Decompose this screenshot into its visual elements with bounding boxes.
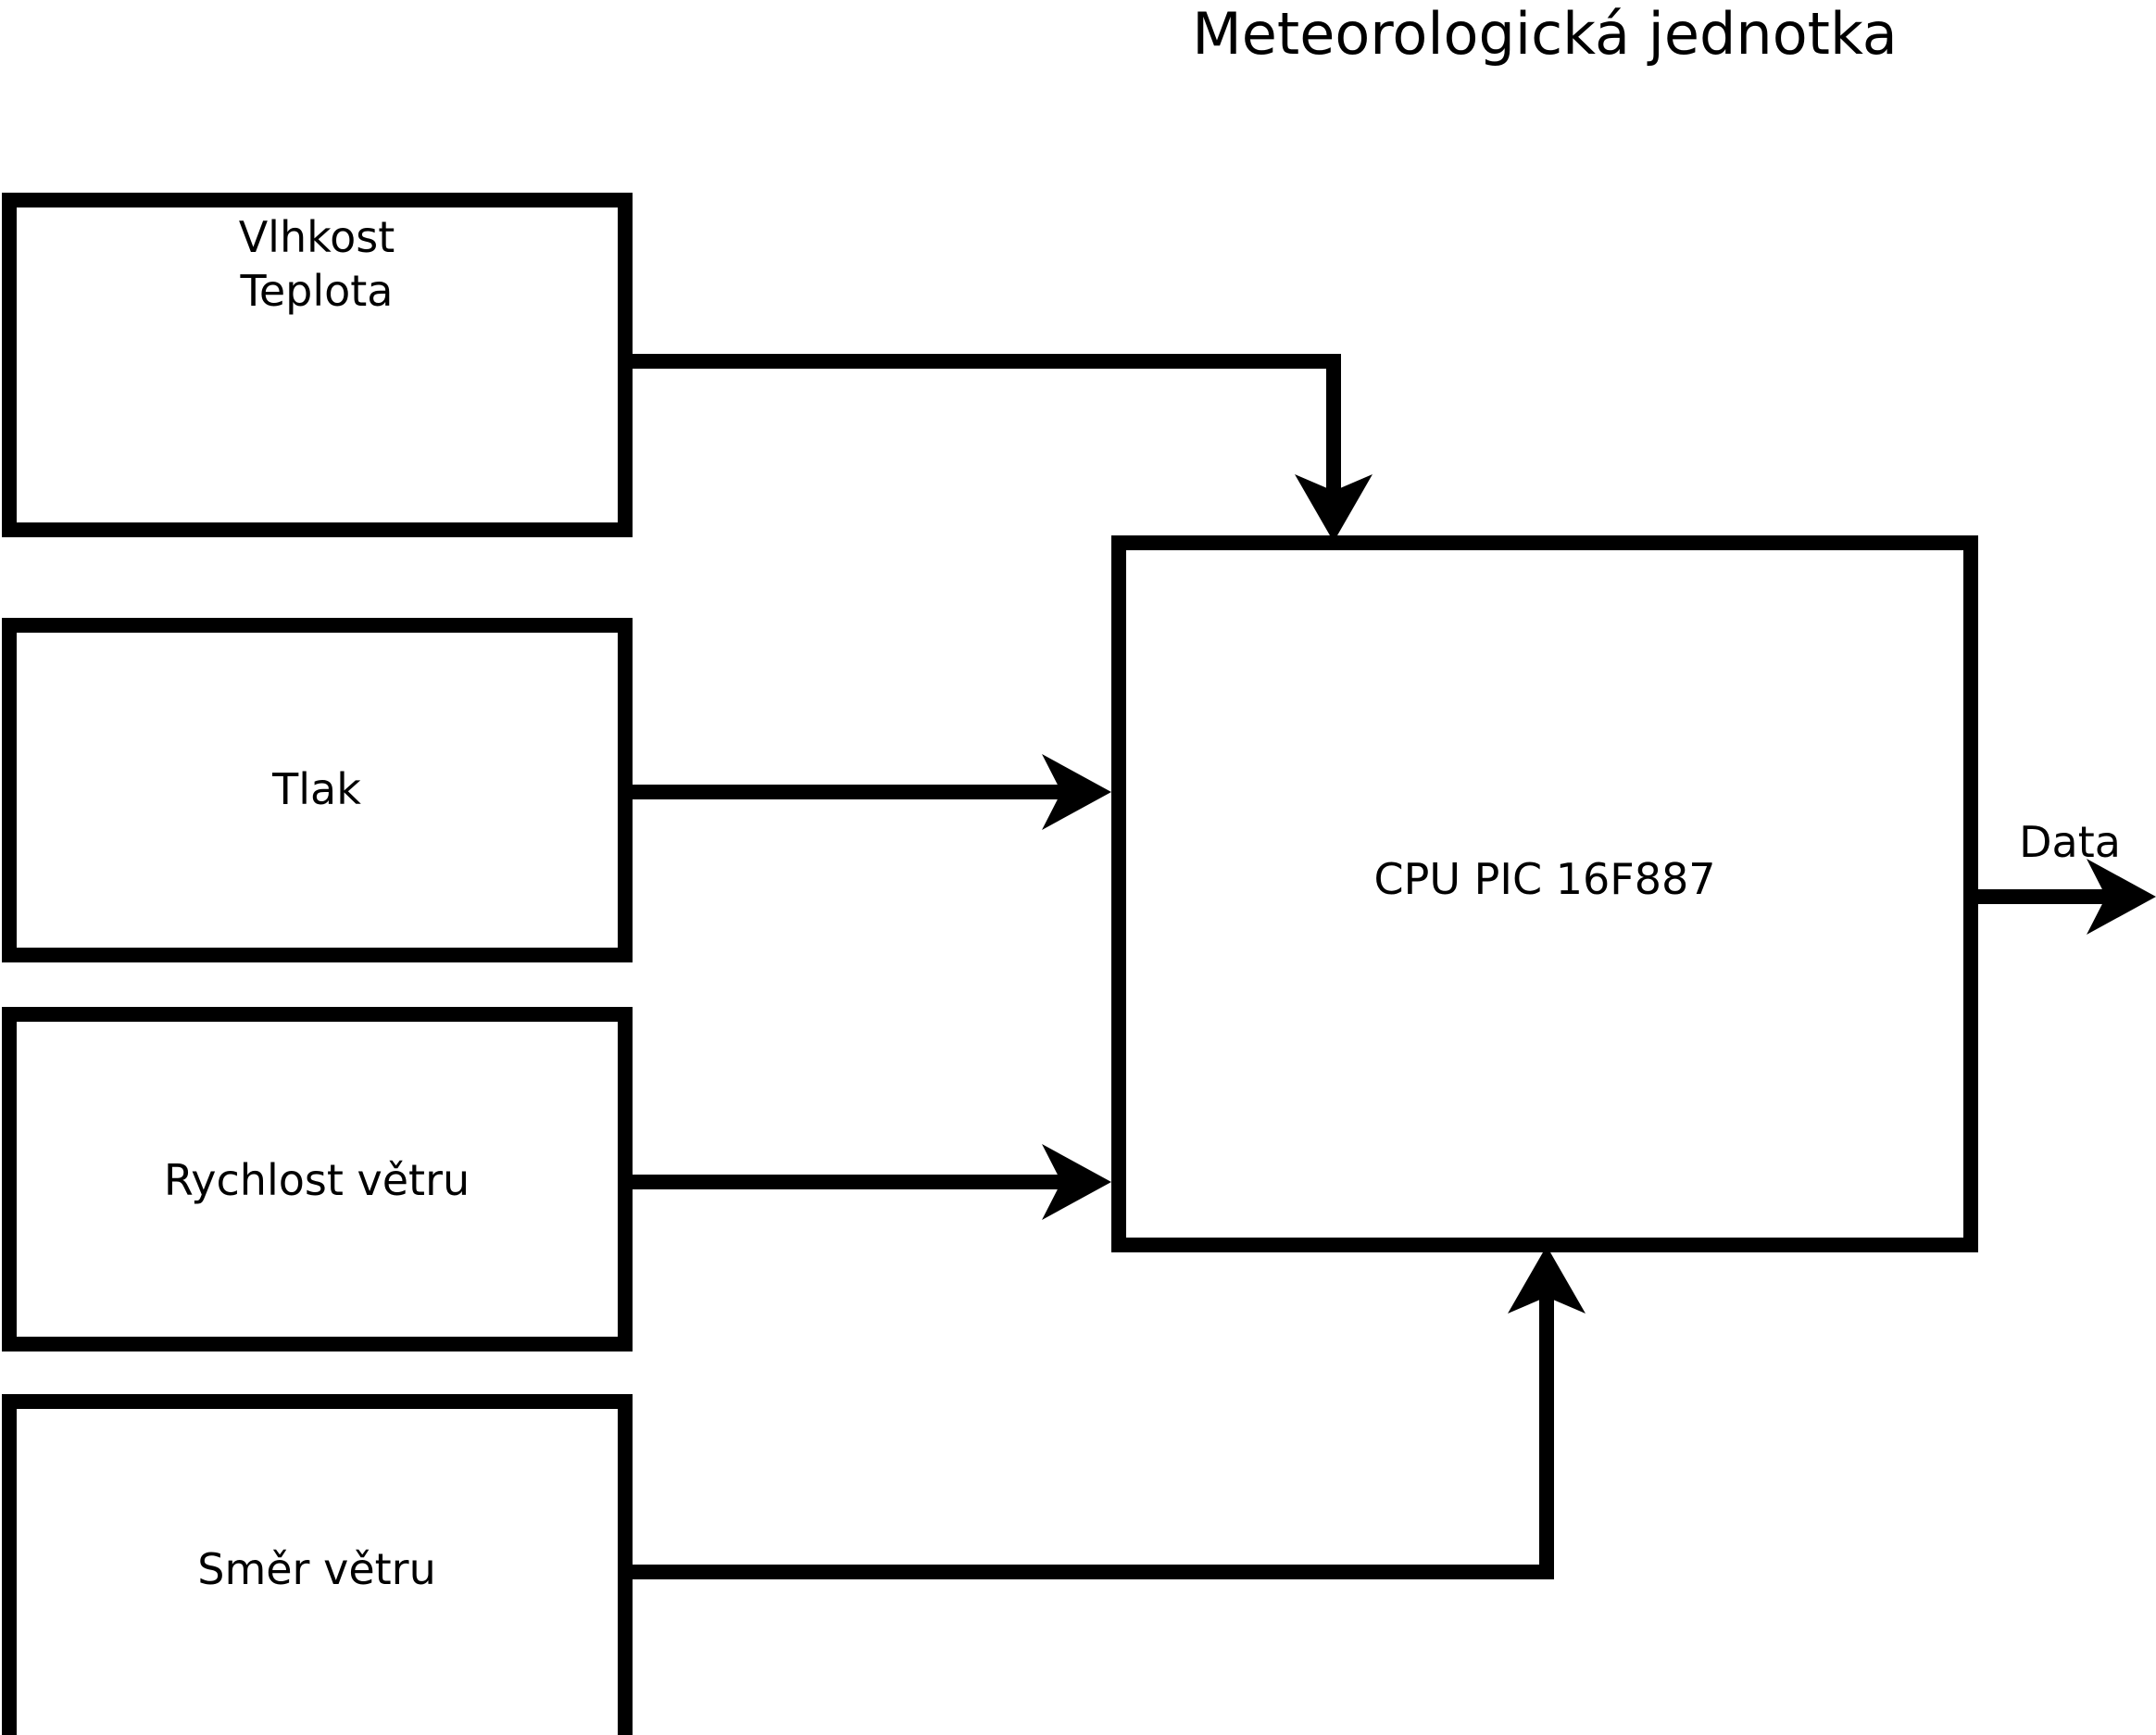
block-label-pressure: Tlak	[271, 764, 361, 814]
edge-label-data: Data	[2019, 817, 2121, 867]
block-label-wind-speed: Rychlost větru	[164, 1155, 470, 1205]
edge-cpu-data-out-arrowhead	[2087, 859, 2156, 935]
block-label-wind-direction: Směr větru	[197, 1544, 435, 1594]
block-sensor-wind-direction[interactable]	[2, 1394, 633, 1735]
block-label-humidity: Vlhkost	[239, 212, 395, 262]
block-sensor-humidity-temperature[interactable]	[2, 193, 633, 537]
edge-wind-direction-to-cpu-arrowhead	[1508, 1246, 1586, 1314]
edge-pressure-to-cpu-arrowhead	[1042, 754, 1111, 830]
block-label-cpu: CPU PIC 16F887	[1374, 854, 1716, 904]
edge-humidity-to-cpu	[633, 354, 1341, 500]
block-label-temperature: Teplota	[240, 266, 394, 316]
block-sensor-wind-speed[interactable]	[2, 1007, 633, 1352]
page-title: Meteorologická jednotka	[1192, 0, 1898, 68]
edge-humidity-to-cpu-arrowhead	[1295, 474, 1373, 542]
edge-wind-speed-to-cpu-arrowhead	[1042, 1144, 1111, 1220]
block-cpu[interactable]	[1111, 535, 1978, 1252]
block-sensor-pressure[interactable]	[2, 618, 633, 962]
edge-wind-direction-to-cpu	[633, 1297, 1554, 1579]
